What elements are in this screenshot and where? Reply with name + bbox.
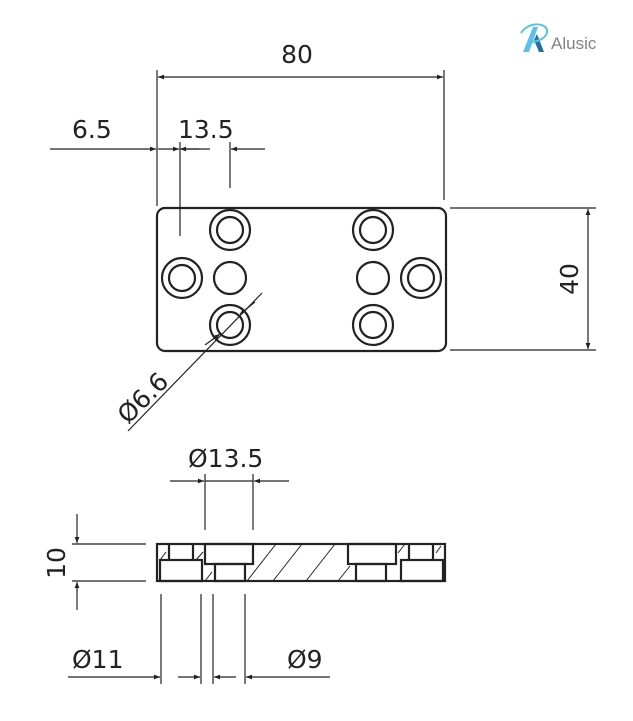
dimension-hole-diameter: Ø6.6 — [112, 292, 263, 432]
dim-9-label: Ø9 — [287, 645, 323, 674]
dim-11-label: Ø11 — [72, 645, 124, 674]
hole-group-right — [351, 208, 443, 347]
dim-counterbore-label: Ø13.5 — [188, 444, 263, 473]
plate-outline — [155, 206, 448, 353]
dimension-offsets: 6.5 13.5 — [50, 115, 265, 236]
dimension-length: 80 — [156, 40, 445, 206]
alusic-logo-icon — [520, 23, 549, 52]
dimension-counterbore: Ø13.5 — [170, 444, 289, 530]
brand-logo: Alusic — [520, 23, 597, 53]
side-view: Ø13.5 10 Ø11 Ø9 — [42, 444, 447, 684]
dimension-step-diameters: Ø11 Ø9 — [68, 594, 330, 684]
top-view: 80 6.5 13.5 40 Ø6.6 — [50, 40, 596, 432]
dim-13-5-label: 13.5 — [178, 115, 234, 144]
section-features-left — [158, 542, 255, 583]
dim-6-6-label: Ø6.6 — [112, 367, 175, 430]
dim-6-5-label: 6.5 — [72, 115, 112, 144]
section-features-right — [346, 542, 445, 583]
dimension-thickness: 10 — [42, 514, 146, 610]
hole-group-left — [160, 208, 252, 347]
dim-80-label: 80 — [281, 40, 313, 69]
section-hatching — [246, 543, 351, 582]
section-outline — [155, 542, 447, 583]
dimension-width: 40 — [450, 207, 596, 351]
brand-name: Alusic — [551, 34, 597, 53]
dim-40-label: 40 — [555, 263, 584, 295]
dim-10-label: 10 — [42, 547, 71, 579]
